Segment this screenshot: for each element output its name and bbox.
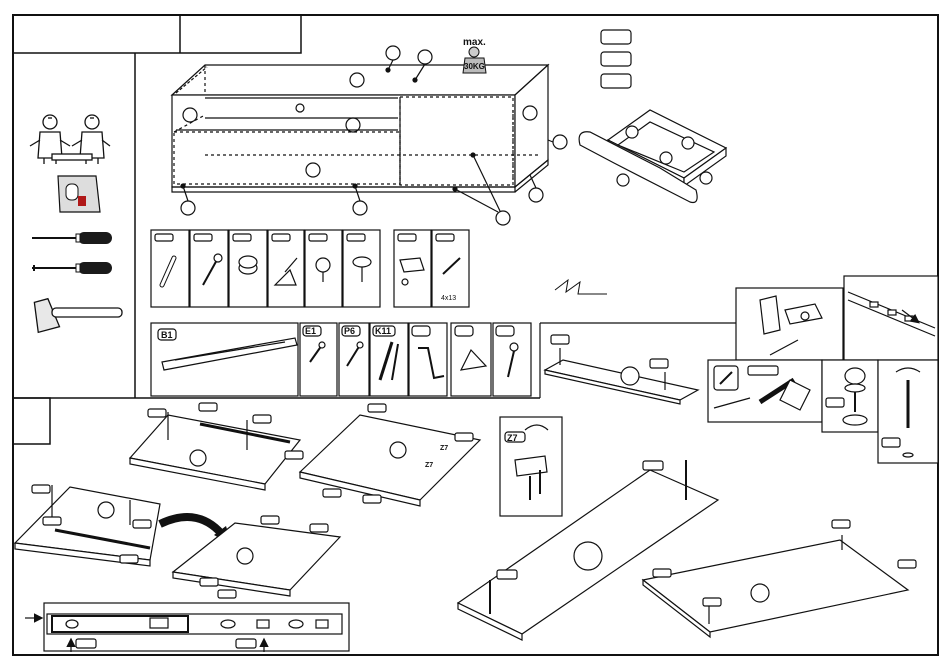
z7-detail	[500, 417, 562, 516]
capacity-label: max.	[463, 37, 486, 48]
cam-lock-detail	[822, 360, 878, 432]
screw-in-detail	[878, 360, 938, 463]
fitting-e1: E1	[305, 326, 316, 336]
fitting-k11: K11	[375, 326, 391, 336]
fitting-p6: P6	[344, 326, 355, 336]
fitting-z7-mark-2: Z7	[425, 462, 433, 469]
capacity-weight: 30KG	[464, 62, 485, 71]
fitting-z7-detail: Z7	[507, 433, 518, 443]
screw-size-label: 4x13	[441, 295, 456, 302]
rail-strip-detail	[25, 603, 349, 652]
fitting-z7-mark-1: Z7	[440, 445, 448, 452]
dowel-insert-detail	[708, 360, 822, 422]
hinge-detail	[736, 288, 843, 360]
fitting-b1: B1	[161, 330, 173, 340]
rail-detail	[844, 276, 938, 360]
warning-sticker-icon	[58, 176, 100, 212]
